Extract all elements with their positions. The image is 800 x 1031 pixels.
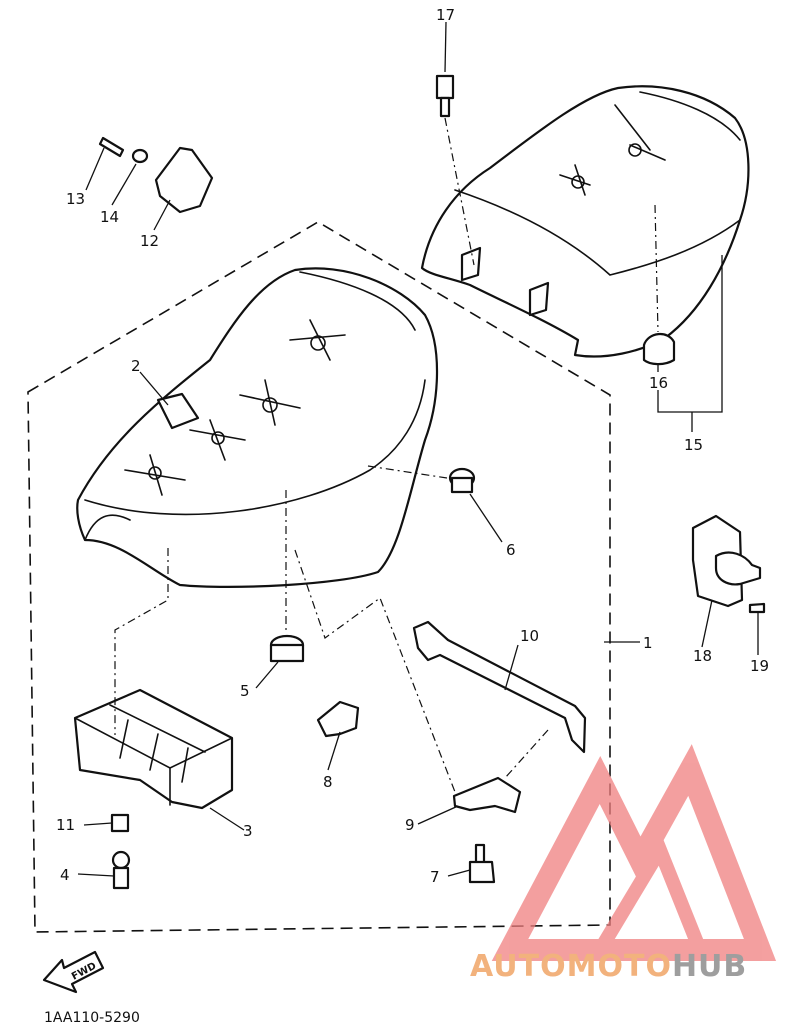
label-2: 2 xyxy=(131,357,141,375)
rear-seat xyxy=(420,85,750,358)
label-9: 9 xyxy=(405,816,415,834)
seat-bracket-rod xyxy=(412,620,587,754)
bolt-13 xyxy=(98,136,125,158)
label-13: 13 xyxy=(66,190,85,208)
label-12: 12 xyxy=(140,232,159,250)
watermark-logo xyxy=(491,744,777,961)
label-3: 3 xyxy=(243,822,253,840)
front-seat xyxy=(76,267,439,589)
watermark-text: AUTOMOTOHUB xyxy=(470,949,747,984)
label-11: 11 xyxy=(56,816,75,834)
part-labels: 17 13 14 12 2 16 15 6 1 10 5 18 19 8 11 … xyxy=(56,6,769,886)
hinge-bracket xyxy=(154,146,214,214)
reference-lines xyxy=(114,117,659,793)
nut-11 xyxy=(110,813,130,833)
bolt-4 xyxy=(111,850,131,890)
damper-5 xyxy=(269,634,305,663)
fwd-arrow: FWD xyxy=(42,950,105,994)
drawing-code: 1AA110-5290 xyxy=(44,1010,140,1026)
label-17: 17 xyxy=(436,6,455,24)
storage-tray xyxy=(73,688,234,810)
label-1: 1 xyxy=(643,634,653,652)
label-10: 10 xyxy=(520,627,539,645)
rubber-16 xyxy=(642,333,676,366)
bolt-17 xyxy=(435,74,455,118)
label-8: 8 xyxy=(323,773,333,791)
label-14: 14 xyxy=(100,208,119,226)
label-19: 19 xyxy=(750,657,769,675)
label-7: 7 xyxy=(430,868,440,886)
label-6: 6 xyxy=(506,541,516,559)
label-4: 4 xyxy=(60,866,70,884)
seat-lock xyxy=(691,514,766,614)
assembly-boundary xyxy=(27,221,611,933)
label-5: 5 xyxy=(240,682,250,700)
label-16: 16 xyxy=(649,374,668,392)
label-18: 18 xyxy=(693,647,712,665)
label-15: 15 xyxy=(684,436,703,454)
seat-hook-bracket xyxy=(452,776,522,814)
leader-lines xyxy=(77,21,759,877)
small-bracket xyxy=(316,700,360,738)
washer-14 xyxy=(131,148,149,164)
bolt-7 xyxy=(468,843,496,884)
damper-6 xyxy=(448,467,476,494)
